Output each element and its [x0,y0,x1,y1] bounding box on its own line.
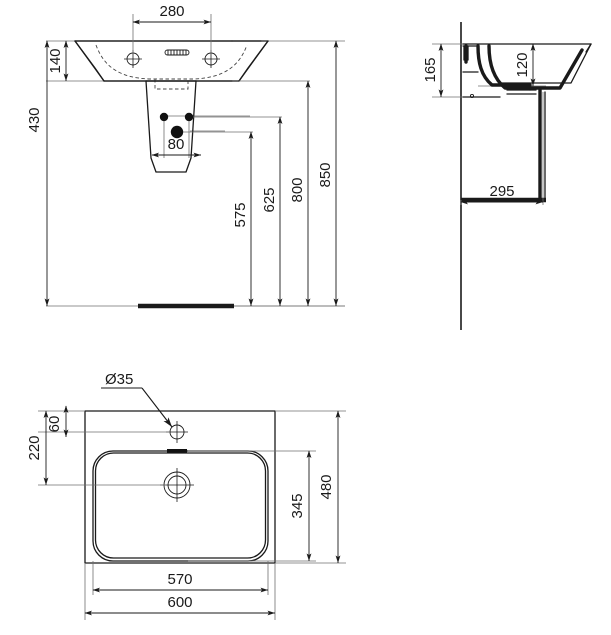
front-waste-hole [170,125,184,139]
dim-label-280: 280 [159,3,184,20]
dim-label-600: 600 [167,594,192,611]
dim-label-345: 345 [289,493,306,518]
dim-plan-220: 220 [26,410,49,486]
dim-plan-570: 570 [92,561,269,595]
side-tap-platform [462,44,501,99]
dim-label-60: 60 [46,416,63,433]
front-supply-hole-right [184,112,194,122]
dim-basin-depth-140: 140 [47,40,69,82]
plan-outer-rectangle [84,410,276,564]
dim-side-120: 120 [514,43,536,87]
front-basin-outline [74,40,269,82]
dim-plan-60: 60 [46,405,69,438]
dim-label-220: 220 [26,435,43,460]
plan-extension-lines [38,410,346,564]
dim-label-80: 80 [168,136,185,153]
dim-label-430: 430 [26,107,43,132]
dim-label-575: 575 [232,202,249,227]
dim-label-295: 295 [489,183,514,200]
front-bowl-hidden-outline [95,44,248,90]
plan-view: Ø35 60 220 345 480 [26,371,346,620]
dim-chain-front-right: 575 625 800 850 [183,40,339,307]
dim-label-140: 140 [47,48,64,73]
dim-label-480: 480 [318,474,335,499]
dim-side-165: 165 [422,43,444,98]
dim-height-430: 430 [26,40,50,307]
dim-plan-345: 345 [289,450,312,562]
plan-overflow-notch [167,449,187,453]
dim-tap-hole-spacing: 280 [132,3,212,54]
dim-label-570: 570 [167,571,192,588]
plan-diameter-leader: Ø35 [101,371,173,428]
dim-label-850: 850 [317,162,334,187]
dim-plan-600: 600 [84,563,276,620]
plan-bowl-inner [94,452,267,559]
plan-waste-outlet [160,468,194,502]
dim-label-120: 120 [514,52,531,77]
dim-side-295: 295 [460,92,544,205]
dim-label-165: 165 [422,57,439,82]
side-elevation-view: 165 120 295 [422,22,592,330]
plan-bowl-outer [92,450,269,562]
side-basin-profile [462,43,592,95]
dim-label-800: 800 [289,177,306,202]
front-elevation-view: 280 140 430 80 575 [26,3,345,309]
dim-plan-480: 480 [318,410,341,564]
dim-label-625: 625 [261,187,278,212]
front-shroud-outline [145,80,197,173]
front-overflow-slot [164,49,190,56]
front-supply-hole-left [159,112,169,122]
dim-shroud-hole-spacing-80: 80 [151,121,202,158]
dim-label-diameter-35: Ø35 [105,371,133,388]
